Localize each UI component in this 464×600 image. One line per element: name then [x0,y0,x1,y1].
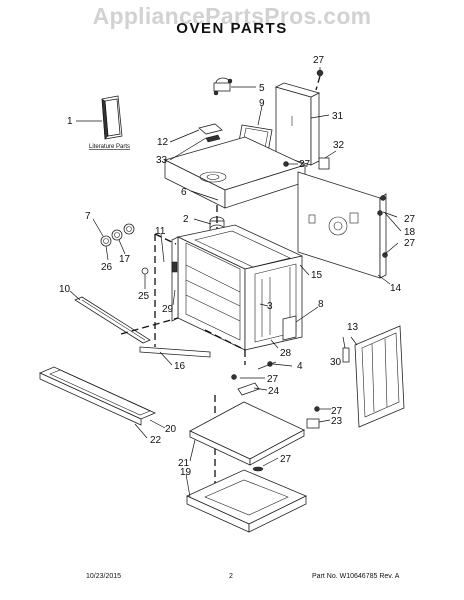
diagram-title: OVEN PARTS [176,20,288,37]
watermark: AppliancePartsPros.com [92,3,372,29]
top-panel [163,136,307,209]
callout-3: 3 [267,301,273,312]
sensor-part [213,77,233,96]
hinge-parts [100,223,135,247]
clip-part [342,347,350,363]
callout-6: 6 [181,187,187,198]
bottom-frame [186,469,307,533]
callout-27-lower: 27 [267,374,279,385]
callout-18: 18 [404,227,416,238]
callout-27-bottom-right: 27 [331,406,343,417]
literature-label: Literature Parts [89,144,130,150]
literature-booklet [101,95,123,140]
callout-30: 30 [330,357,342,368]
callout-27-bottom: 27 [280,454,292,465]
callout-14: 14 [390,283,402,294]
callout-19: 19 [180,467,192,478]
callout-16: 16 [174,361,186,372]
callout-22: 22 [150,435,162,446]
callout-26: 26 [101,262,113,273]
callout-21: 21 [178,458,190,469]
side-panel [354,325,405,428]
callout-27-right-upper: 27 [404,214,416,225]
callout-10: 10 [59,284,71,295]
callout-8: 8 [318,299,324,310]
callout-4: 4 [297,361,303,372]
callout-24: 24 [268,386,280,397]
callout-31: 31 [332,111,344,122]
callout-32: 32 [333,140,345,151]
callout-20: 20 [165,424,177,435]
callouts: 1 2 3 4 5 6 7 8 9 10 11 12 13 14 15 16 1… [59,55,416,478]
callout-15: 15 [311,270,323,281]
callout-9: 9 [259,98,265,109]
callout-11: 11 [155,226,166,237]
callout-1: 1 [67,116,73,127]
callout-27-upper: 27 [299,159,311,170]
callout-33: 33 [156,155,168,166]
callout-7: 7 [85,211,91,222]
footer-part-number: Part No. W10646785 Rev. A [312,573,400,580]
lower-trim [139,346,211,358]
callout-29: 29 [162,304,174,315]
callout-28: 28 [280,348,292,359]
callout-27-right-lower: 27 [404,238,416,249]
footer-date: 10/23/2015 [86,573,122,580]
vent-trim [39,366,156,426]
callout-5: 5 [259,83,265,94]
back-panel-cover [274,82,321,166]
rear-panel [297,171,387,279]
callout-23: 23 [331,416,343,427]
leader-lines [69,67,402,498]
callout-13: 13 [347,322,359,333]
footer-page-number: 2 [229,573,233,580]
bottom-panel [189,401,305,466]
callout-17: 17 [119,254,131,265]
callout-12: 12 [157,137,169,148]
front-trim [74,296,151,344]
callout-25: 25 [138,291,150,302]
bottom-bracket [231,374,260,396]
small-cover-part [198,123,223,143]
callout-2: 2 [183,214,189,225]
callout-27-top: 27 [313,55,325,66]
